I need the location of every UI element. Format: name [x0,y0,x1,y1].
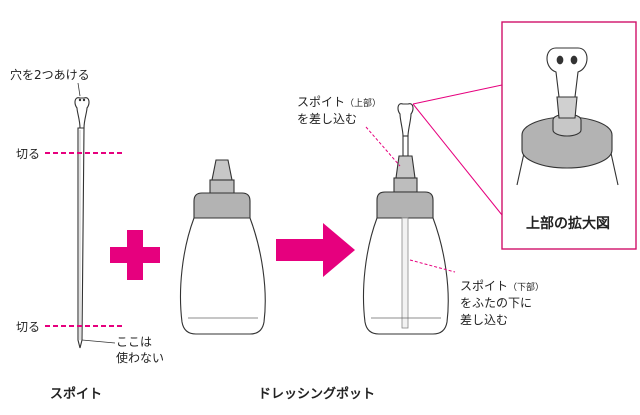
assembled-inner-tube [401,217,409,329]
top-insert-leader [365,126,401,167]
bottom-insert-label-line1: スポイト（下部） [460,279,544,296]
pipette-tube [77,127,85,349]
pot-body [179,217,266,335]
unused-label-line2: 使わない [116,351,165,365]
bottom-insert-label-a: スポイト [460,279,509,293]
zoom-connector-2 [412,103,503,216]
pipette [74,97,90,349]
top-insert-label-line1: スポイト（上部） [297,95,381,112]
make-holes-label: 穴を2つあける [10,68,90,82]
pot-lid [193,192,251,219]
top-insert-label-line2: を差し込む [297,112,358,126]
pipette-caption: スポイト [50,387,103,402]
arrow-icon [276,223,355,277]
bottom-insert-label-b: （下部） [508,283,545,293]
zoom-hole-2 [570,55,578,65]
hole-mark-2 [82,98,86,102]
assembled-pot [362,103,449,335]
top-insert-label-a: スポイト [297,95,346,109]
pot-caption: ドレッシングポット [258,387,376,402]
assembled-pipette-bulb [397,103,414,137]
assembled-nozzle [395,155,416,179]
zoom-connector-1 [412,84,503,105]
zoom-lid-side [521,135,613,169]
cut-bottom-label: 切る [16,320,41,334]
pipette-bulb [74,97,90,129]
bottom-insert-label-line3: 差し込む [460,313,509,327]
hole-mark-1 [78,98,82,102]
assembled-collar [393,177,418,193]
pot-nozzle [211,159,233,181]
bottom-insert-leader [409,259,456,273]
zoom-illustration [516,47,619,186]
zoom-caption: 上部の拡大図 [526,216,610,232]
zoom-nozzle [556,96,578,119]
dressing-pot [179,159,266,335]
plus-icon [110,230,160,280]
unused-label-line1: ここは [116,335,153,349]
zoom-hole-1 [556,55,564,65]
assembled-pipette-stem [402,135,409,157]
pot-nozzle-collar [209,179,235,195]
bottom-insert-label-line2: をふたの下に [460,296,533,310]
unused-leader-line [81,339,116,344]
cut-top-label: 切る [16,147,41,161]
hole-leader-line [77,82,81,97]
assembled-lid [376,191,434,219]
top-insert-label-b: （上部） [345,99,382,109]
zoom-collar-side [552,120,582,137]
